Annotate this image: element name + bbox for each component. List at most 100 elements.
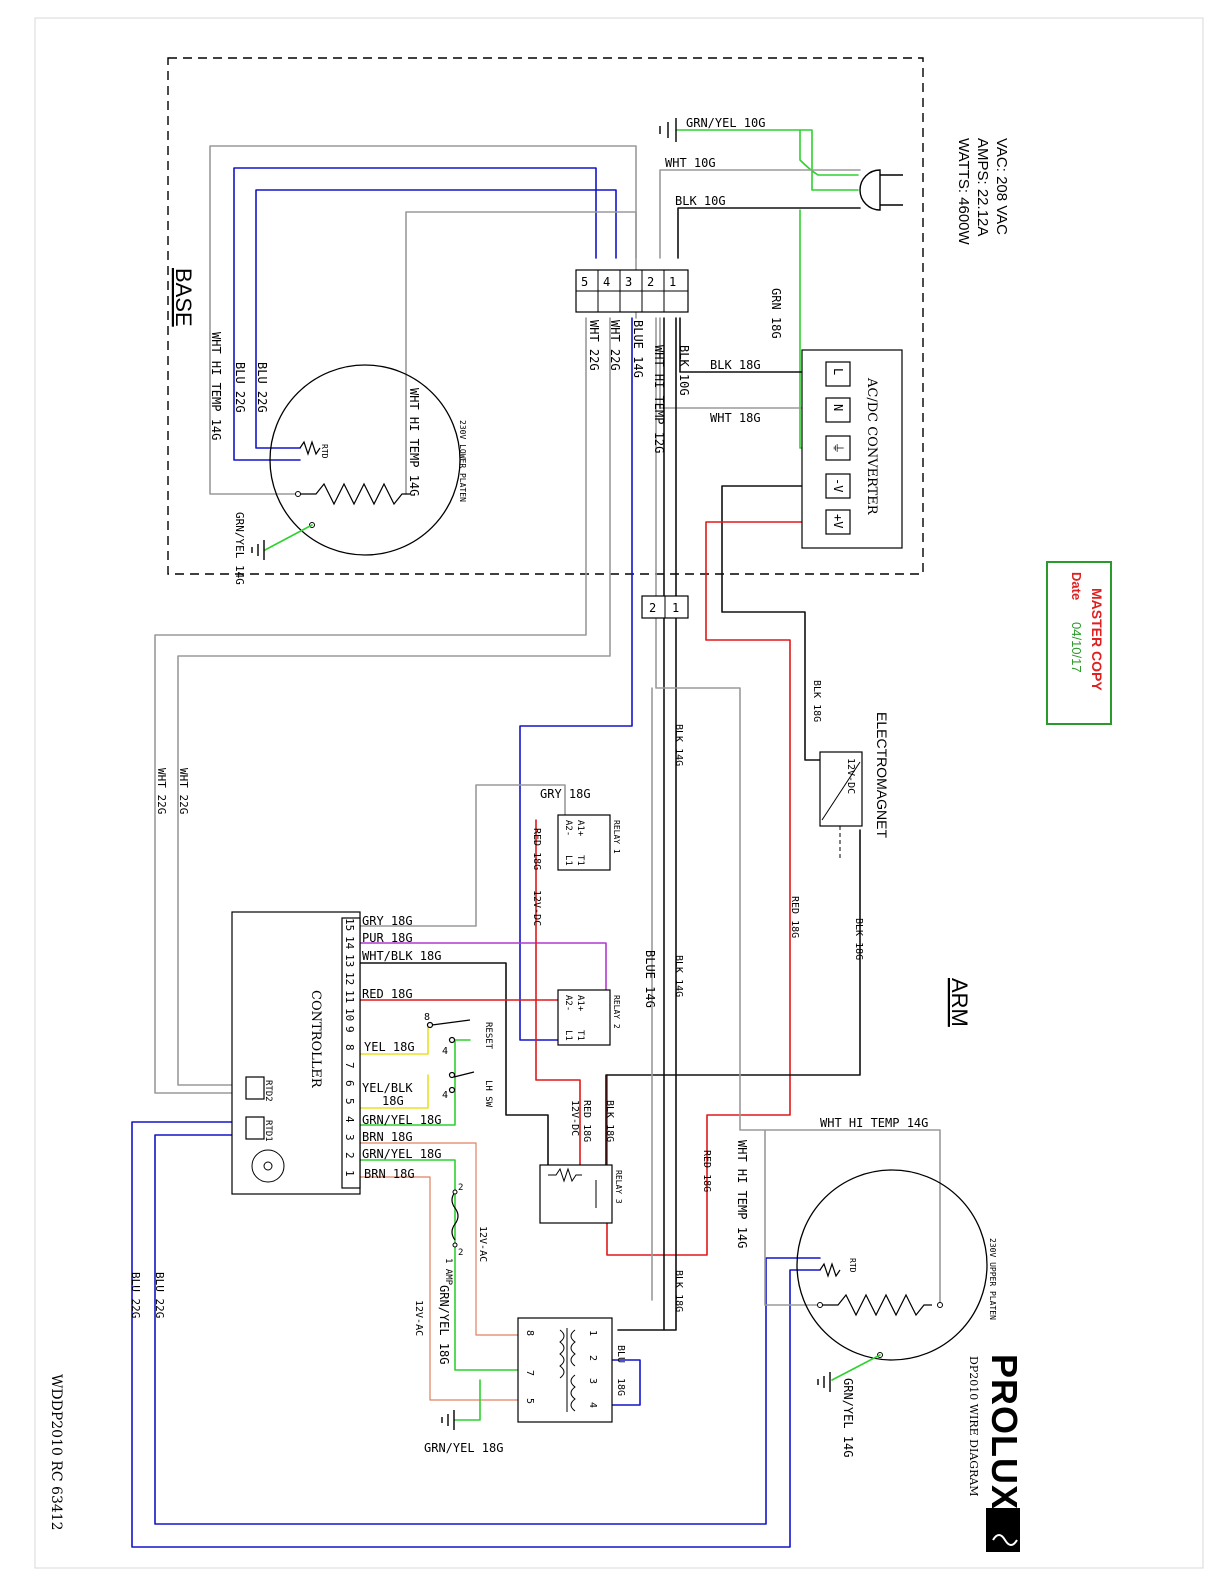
controller-pins: 15 14 13 12 11 10 9 8 7 6 5 4 3 2 1 (343, 918, 356, 1177)
lbl-blue-14g-base: BLUE 14G (631, 320, 645, 378)
upper-platen-label: 230V UPPER PLATEN (988, 1238, 997, 1320)
relay-2: A2- A1+ L1 T1 RELAY 2 (557, 989, 621, 1046)
lbl-blk-18g-lower: BLK 18G (673, 1270, 684, 1312)
lbl-wht-hi-temp-14g-base: WHT HI TEMP 14G (209, 332, 223, 440)
lbl-wht-22g-a: WHT 22G (608, 320, 622, 371)
controller-title: CONTROLLER (308, 990, 323, 1089)
base-terminal-1: 1 (669, 275, 676, 289)
controller: CONTROLLER RTD2 RTD1 (231, 911, 361, 1195)
transformer (517, 1317, 613, 1423)
lbl-12v-ac-b: 12V-AC (413, 1300, 424, 1336)
controller-pin-6: 6 (343, 1080, 356, 1087)
transformer-pin-8: 8 (524, 1330, 535, 1336)
reset-pin-8: 8 (424, 1012, 430, 1023)
base-terminal-4: 4 (603, 275, 610, 289)
brand-subtitle: DP2010 WIRE DIAGRAM (967, 1356, 980, 1497)
arm-terminal-block: 2 1 (641, 595, 689, 619)
transformer-pin-7: 7 (524, 1370, 535, 1376)
controller-pin-9: 9 (343, 1026, 356, 1033)
controller-pin-7: 7 (343, 1062, 356, 1069)
transformer-pin-4: 4 (587, 1402, 598, 1408)
lbl-blk-18g-relay: BLK 18G (604, 1100, 615, 1142)
rtd2-label: RTD2 (263, 1080, 273, 1102)
lh-pin-4: 4 (442, 1090, 448, 1101)
ground-symbol-top (659, 118, 677, 142)
lh-sw-label: LH SW (483, 1080, 493, 1108)
transformer-pin-5: 5 (524, 1398, 535, 1404)
lower-platen: RTD 230V LOWER PLATEN (269, 364, 467, 556)
electromagnet: 12V-DC (819, 751, 863, 860)
ground-symbol-lower (251, 540, 265, 560)
relay-3: RELAY 3 (539, 1164, 623, 1224)
converter-terminal-ground: ⏚ (831, 442, 845, 454)
power-plug (859, 169, 903, 211)
lbl-wht-18g: WHT 18G (710, 411, 761, 425)
arm-terminal-2: 2 (649, 601, 656, 615)
spec-vac: VAC: 208 VAC (993, 138, 1010, 235)
lbl-wht-hi-temp-14g-lower: WHT HI TEMP 14G (407, 388, 421, 496)
controller-pin-11: 11 (343, 990, 356, 1003)
lbl-wht-hi-temp-14g-arm: WHT HI TEMP 14G (735, 1140, 749, 1248)
relay-1: A2- A1+ L1 T1 RELAY 1 (557, 814, 621, 871)
controller-pin-2: 2 (343, 1152, 356, 1159)
lbl-brn-18g-a: BRN 18G (362, 1130, 413, 1144)
lbl-wht-22g-d: WHT 22G (155, 768, 168, 814)
base-section-label: BASE (171, 268, 196, 327)
base-terminal-2: 2 (647, 275, 654, 289)
stamp-date: 04/10/17 (1069, 622, 1084, 673)
document-id: WDDP2010 RC 63412 (48, 1374, 64, 1531)
lbl-blk-10g: BLK 10G (675, 194, 726, 208)
lbl-blu-22g-d: BLU 22G (129, 1272, 142, 1318)
lbl-blk-18g-arm: BLK 18G (853, 918, 864, 960)
lbl-blu-22g-a: BLU 22G (255, 362, 269, 413)
spec-watts: WATTS: 4600W (955, 138, 972, 246)
rtd1-label: RTD1 (263, 1120, 273, 1142)
lbl-red-18g-c: RED 18G (362, 987, 413, 1001)
fuse-pin-b: 2 (458, 1248, 463, 1258)
lbl-brn-18g-b: BRN 18G (364, 1167, 415, 1181)
lower-platen-label: 230V LOWER PLATEN (458, 420, 467, 502)
upper-rtd-label: RTD (848, 1258, 857, 1273)
spec-amps: AMPS: 22.12A (974, 138, 991, 236)
reset-pin-4: 4 (442, 1046, 448, 1057)
lbl-yel-18g: YEL 18G (364, 1040, 415, 1054)
lbl-gry-18g-c: GRY 18G (362, 914, 413, 928)
stamp-date-label: Date (1069, 572, 1084, 600)
base-boundary (167, 57, 924, 575)
brand-name: PROLUXE (984, 1354, 1025, 1535)
controller-pin-12: 12 (343, 972, 356, 985)
lbl-12v-ac-a: 12V-AC (477, 1226, 488, 1262)
lbl-wht-10g: WHT 10G (665, 156, 716, 170)
relay-1-l1: L1 (563, 855, 573, 866)
controller-pin-15: 15 (343, 918, 356, 931)
lbl-grn-18g: GRN 18G (769, 288, 783, 339)
relay-1-a1: A1+ (575, 820, 585, 837)
lh-switch (448, 1071, 475, 1094)
lbl-blk-18g-em: BLK 18G (811, 680, 822, 722)
stamp-title: MASTER COPY (1089, 588, 1105, 691)
base-terminal-block: 5 4 3 2 1 (575, 269, 689, 313)
relay-1-a2: A2- (563, 820, 573, 836)
lbl-grn-yel-18g-v: GRN/YEL 18G (437, 1285, 451, 1364)
relay-2-l1: L1 (563, 1030, 573, 1041)
lbl-wht-hi-temp-12g: WHT HI TEMP 12G (652, 345, 666, 453)
lower-rtd-label: RTD (320, 444, 329, 459)
relay-1-t1: T1 (575, 855, 585, 866)
lbl-blue-14g-arm: BLUE 14G (643, 950, 657, 1008)
relay-2-label: RELAY 2 (612, 995, 621, 1029)
controller-pin-5: 5 (343, 1098, 356, 1105)
lbl-grn-yel-18g-a: GRN/YEL 18G (362, 1113, 441, 1127)
controller-pin-13: 13 (343, 954, 356, 967)
lbl-wht-hi-temp-14g-h: WHT HI TEMP 14G (820, 1116, 928, 1130)
relay-1-label: RELAY 1 (612, 820, 621, 854)
master-copy-stamp: MASTER COPY Date 04/10/17 (1046, 561, 1112, 725)
electromagnet-voltage: 12V-DC (845, 758, 856, 794)
converter-terminal-pos: +V (831, 514, 845, 528)
base-terminal-3: 3 (625, 275, 632, 289)
brand-block: PROLUXE DP2010 WIRE DIAGRAM (967, 1354, 1025, 1552)
relay-3-label: RELAY 3 (614, 1170, 623, 1204)
lbl-blu-18g-a: BLU (615, 1345, 626, 1363)
wire-labels: GRN/YEL 10G WHT 10G BLK 10G GRN 18G BLK … (129, 116, 928, 1457)
base-terminal-5: 5 (581, 275, 588, 289)
